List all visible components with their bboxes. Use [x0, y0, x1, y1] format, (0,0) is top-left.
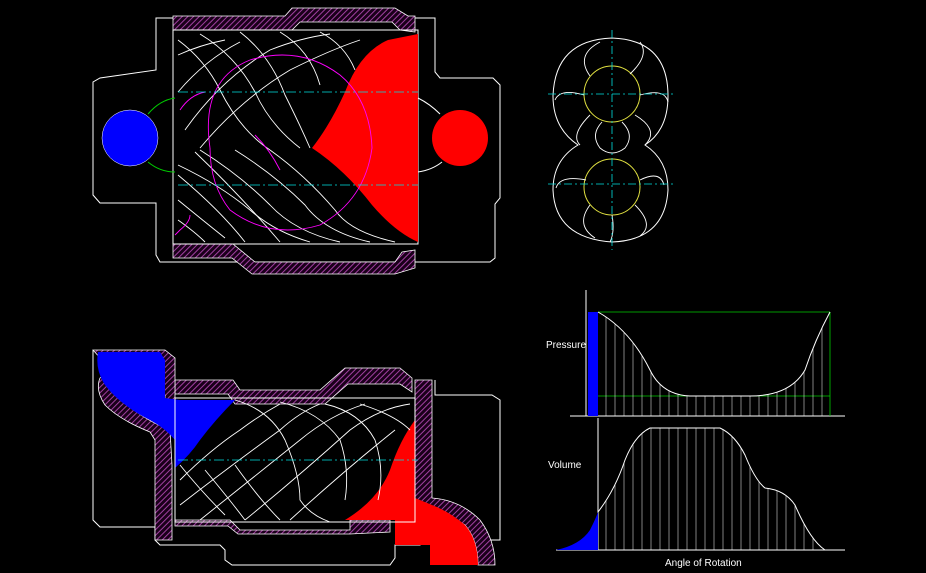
top-wall-hatch-lower [172, 243, 416, 275]
volume-graph: Volume Angle of Rotation [548, 418, 845, 569]
volume-label: Volume [548, 460, 582, 471]
volume-area-hatch [605, 428, 814, 550]
top-suction-port [101, 109, 159, 167]
bottom-wall-hatch-upper [174, 367, 413, 405]
pressure-graph: Pressure [546, 290, 845, 417]
pressure-label: Pressure [546, 340, 586, 351]
top-rotor-helices [177, 31, 396, 243]
x-axis-label: Angle of Rotation [665, 558, 742, 569]
pressure-area-hatch [605, 317, 823, 416]
top-wall-hatch-upper [172, 7, 416, 33]
volume-curve [597, 427, 826, 551]
top-housing-outline [92, 17, 501, 263]
top-suction-neck [147, 97, 176, 173]
pressure-curve [597, 311, 831, 397]
rotor-lobes [554, 41, 669, 243]
top-discharge-region [312, 34, 418, 242]
top-discharge-neck [417, 97, 443, 173]
top-female-rotor-outline [174, 54, 373, 236]
top-view [92, 7, 501, 275]
volume-suction-area [556, 512, 598, 550]
bottom-view [92, 349, 501, 566]
bottom-suction-region [97, 352, 235, 468]
pressure-bar [588, 312, 598, 416]
end-view-housing [552, 37, 669, 243]
end-view-rotors [548, 30, 676, 250]
bottom-discharge-region [345, 420, 478, 565]
top-centerlines [178, 91, 418, 186]
end-view-centerlines [548, 30, 676, 250]
bottom-rotor-helices [179, 399, 411, 523]
bottom-wall-hatch-base [174, 519, 391, 535]
top-discharge-port [432, 110, 488, 166]
